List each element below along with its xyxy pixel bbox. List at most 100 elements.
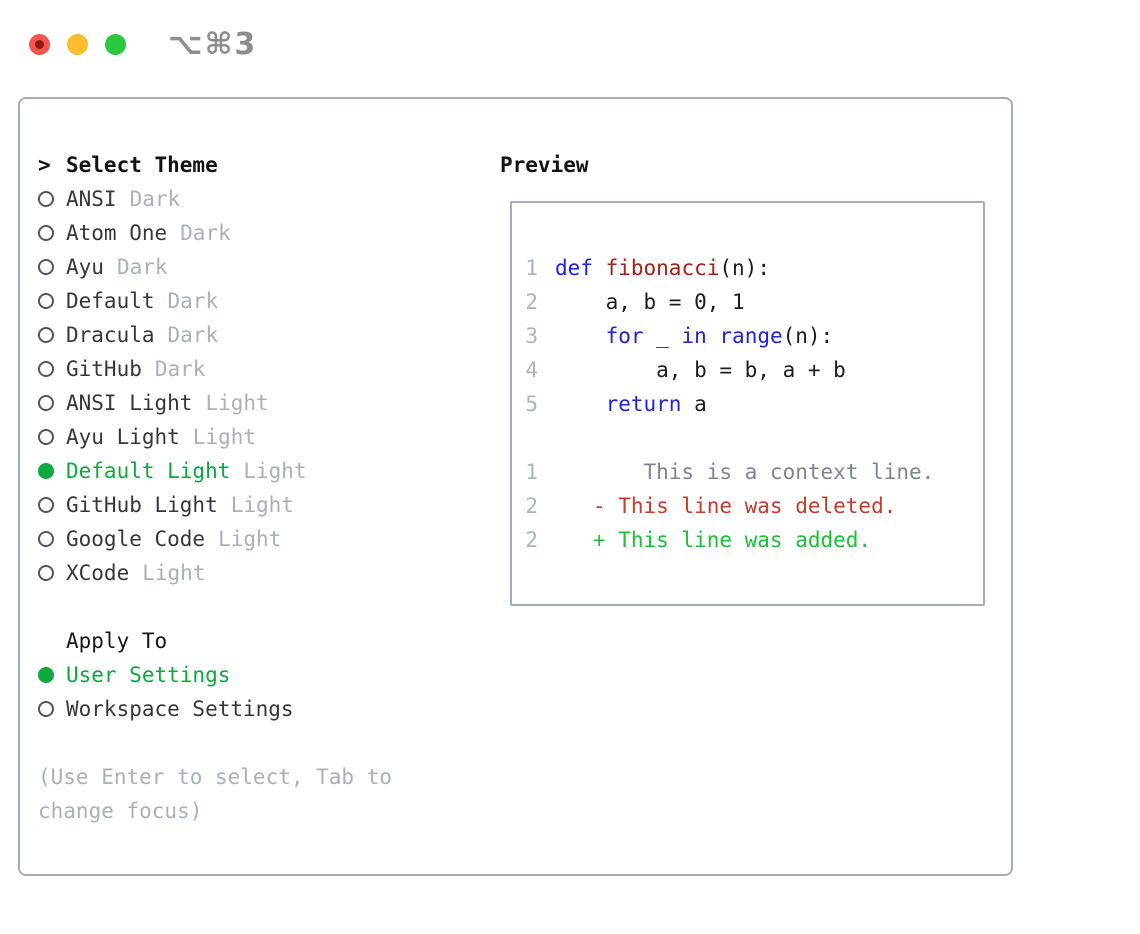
- theme-name: Ayu Light: [66, 425, 180, 449]
- code-token: a: [681, 392, 707, 416]
- theme-variant: Dark: [167, 323, 219, 347]
- code-token: (n):: [719, 256, 770, 280]
- theme-list-title: Select Theme: [66, 153, 218, 177]
- radio-unselected-icon: [38, 565, 54, 581]
- theme-variant: Light: [142, 561, 206, 585]
- theme-variant: Light: [192, 425, 257, 449]
- apply-to-title: Apply To: [66, 629, 168, 653]
- keyboard-hint: (Use Enter to select, Tab to change focu…: [38, 765, 393, 823]
- code-token: [593, 256, 606, 280]
- preview-diff: 1 This is a context line. 2 - This line w…: [522, 455, 983, 557]
- radio-unselected-icon: [38, 361, 54, 377]
- code-token: return: [605, 392, 682, 416]
- radio-unselected-icon: [38, 701, 54, 717]
- theme-option-xcode[interactable]: XCode Light: [38, 556, 478, 590]
- theme-variant: Dark: [154, 357, 206, 381]
- theme-option-dracula[interactable]: Dracula Dark: [38, 318, 478, 352]
- radio-unselected-icon: [38, 531, 54, 547]
- spacer: [522, 421, 983, 455]
- radio-icon: [38, 293, 66, 309]
- code-token: [707, 324, 720, 348]
- theme-option-github-light[interactable]: GitHub Light Light: [38, 488, 478, 522]
- theme-name: Atom One: [66, 221, 168, 245]
- theme-option-atom-one[interactable]: Atom One Dark: [38, 216, 478, 250]
- diff-text: - This line was deleted.: [555, 494, 897, 518]
- theme-name: ANSI Light: [66, 391, 193, 415]
- zoom-button[interactable]: [105, 34, 126, 55]
- radio-unselected-icon: [38, 497, 54, 513]
- theme-variant: Dark: [129, 187, 181, 211]
- pointer-icon: >: [38, 153, 51, 177]
- code-token: [555, 324, 606, 348]
- code-line: 2 a, b = 0, 1: [522, 285, 983, 319]
- code-line: 3 for _ in range(n):: [522, 319, 983, 353]
- radio-unselected-icon: [38, 293, 54, 309]
- line-number: 1: [525, 460, 538, 484]
- radio-icon: [38, 259, 66, 275]
- radio-icon: [38, 701, 66, 717]
- diff-line-deleted: 2 - This line was deleted.: [522, 489, 983, 523]
- radio-icon: [38, 667, 66, 683]
- theme-name: Default: [66, 289, 155, 313]
- theme-option-ayu-light[interactable]: Ayu Light Light: [38, 420, 478, 454]
- radio-icon: [38, 361, 66, 377]
- line-number: 3: [525, 324, 538, 348]
- line-number: 1: [525, 256, 538, 280]
- theme-name: Default Light: [66, 459, 231, 483]
- radio-icon: [38, 463, 66, 479]
- window-title-shortcut: ⌥⌘3: [168, 27, 258, 62]
- theme-variant: Light: [230, 493, 294, 517]
- theme-name: Dracula: [66, 323, 155, 347]
- radio-unselected-icon: [38, 225, 54, 241]
- minimize-button[interactable]: [67, 34, 88, 55]
- radio-unselected-icon: [38, 191, 54, 207]
- line-number: 2: [525, 494, 538, 518]
- code-token: fibonacci: [605, 256, 720, 280]
- theme-variant: Light: [218, 527, 282, 551]
- diff-text: + This line was added.: [555, 528, 872, 552]
- apply-option-user-settings[interactable]: User Settings: [38, 658, 478, 692]
- radio-icon: [38, 565, 66, 581]
- code-token: a, b = 0, 1: [555, 290, 745, 314]
- radio-icon: [38, 191, 66, 207]
- radio-icon: [38, 327, 66, 343]
- preview-title: Preview: [500, 153, 589, 177]
- line-number: 5: [525, 392, 538, 416]
- code-token: in: [681, 324, 707, 348]
- theme-option-github[interactable]: GitHub Dark: [38, 352, 478, 386]
- theme-variant: Dark: [180, 221, 231, 245]
- code-token: [555, 392, 606, 416]
- radio-unselected-icon: [38, 259, 54, 275]
- apply-option-label: Workspace Settings: [66, 697, 294, 721]
- diff-text: This is a context line.: [555, 460, 935, 484]
- code-line: 5 return a: [522, 387, 983, 421]
- close-button[interactable]: [29, 34, 50, 55]
- apply-option-workspace-settings[interactable]: Workspace Settings: [38, 692, 478, 726]
- line-number: 2: [525, 528, 538, 552]
- code-token: def: [555, 256, 593, 280]
- spacer: [38, 590, 478, 624]
- radio-selected-icon: [38, 667, 54, 683]
- theme-variant: Dark: [116, 255, 168, 279]
- theme-name: GitHub: [66, 357, 142, 381]
- line-number: 2: [525, 290, 538, 314]
- theme-name: XCode: [66, 561, 130, 585]
- spacer: [38, 726, 478, 760]
- radio-unselected-icon: [38, 395, 54, 411]
- radio-unselected-icon: [38, 327, 54, 343]
- apply-option-label: User Settings: [66, 663, 231, 687]
- radio-icon: [38, 395, 66, 411]
- theme-name: GitHub Light: [66, 493, 218, 517]
